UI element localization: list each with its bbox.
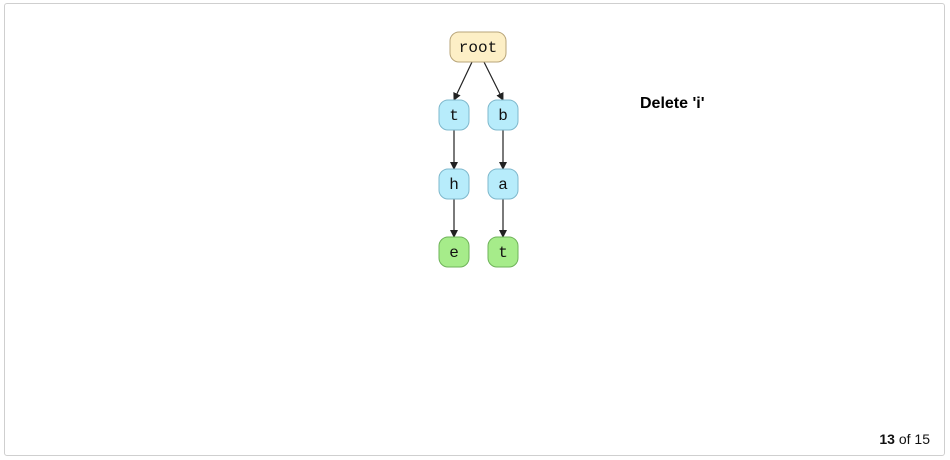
node-label-t1: t [449,107,459,125]
edges [450,61,507,238]
node-box-h1 [438,168,470,200]
diagram-frame [4,3,945,456]
slide-counter: 13 of 15 [879,431,930,447]
node-box-t2 [487,236,519,268]
node-box-b1 [487,99,519,131]
nodes: root t b h a e t [438,31,519,268]
node-box-e1 [438,236,470,268]
total-slides: 15 [914,431,930,447]
edge-root-to-b1 [483,61,504,101]
trie-node-b1: b [487,99,519,131]
current-slide: 13 [879,431,895,447]
trie-node-a1: a [487,168,519,200]
node-label-a1: a [498,176,508,194]
step-caption: Delete 'i' [640,95,705,112]
node-label-h1: h [449,176,459,194]
node-label-e1: e [449,244,459,262]
node-box-t1 [438,99,470,131]
slide-separator: of [898,431,911,447]
trie-node-t1: t [438,99,470,131]
trie-node-root: root [449,31,507,63]
node-label-b1: b [498,107,508,125]
trie-node-e1: e [438,236,470,268]
node-label-root: root [459,39,497,57]
edge-root-to-t1 [453,61,473,101]
trie-node-h1: h [438,168,470,200]
trie-node-t2: t [487,236,519,268]
node-box-root [449,31,507,63]
node-label-t2: t [498,244,508,262]
node-box-a1 [487,168,519,200]
